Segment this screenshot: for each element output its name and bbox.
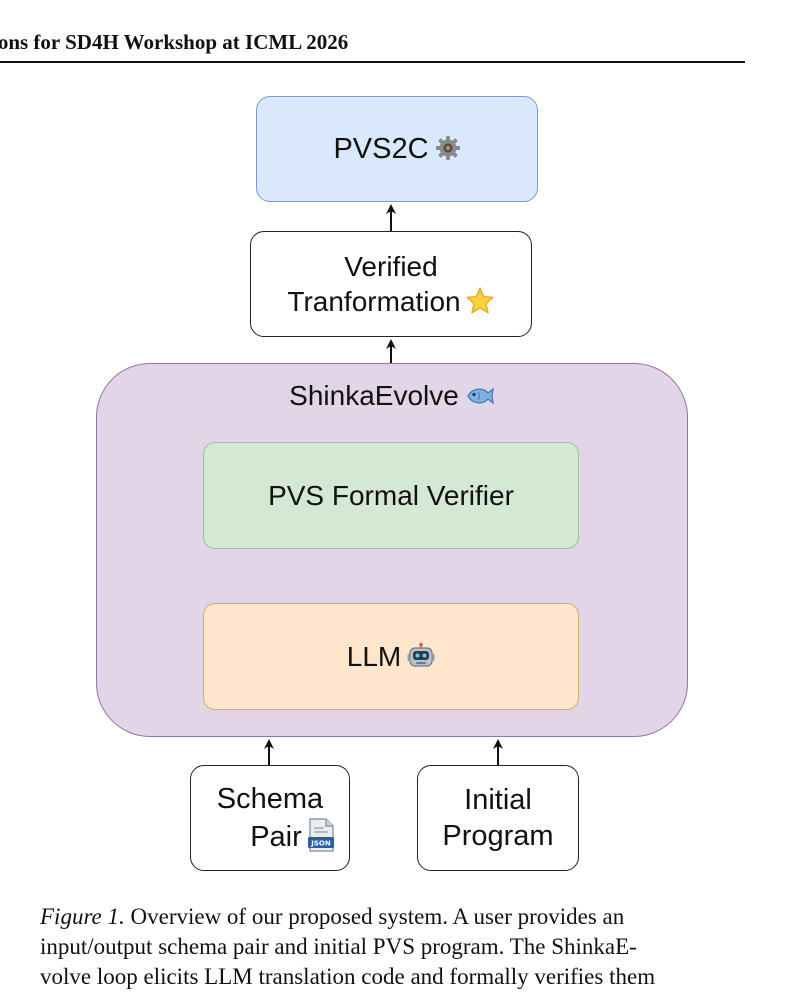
pvs2c-node: PVS2C [256,96,538,202]
llm-node: LLM [203,603,579,710]
caption-label: Figure 1. [40,904,125,929]
pvs-formal-verifier-node: PVS Formal Verifier [203,442,579,549]
star-icon [466,287,494,314]
gear-icon [435,135,460,160]
pvs2c-label: PVS2C [333,132,429,165]
schema-label-line2: Pair [250,820,302,853]
caption-line2: input/output schema pair and initial PVS… [40,934,637,959]
fish-icon [467,387,494,405]
header-rule [0,61,745,63]
verified-transformation-node: Verified Tranformation [250,231,532,337]
json-icon-text: JSON [310,839,331,847]
initial-label-line2: Program [442,820,554,852]
json-file-icon: JSON [307,817,334,852]
caption-line1: Overview of our proposed system. A user … [124,904,625,929]
figure-caption: Figure 1. Overview of our proposed syste… [40,902,750,992]
caption-line3: volve loop elicits LLM translation code … [40,964,656,989]
initial-label-line1: Initial [464,783,532,816]
verified-label-line2: Tranformation [287,286,461,317]
shinka-evolve-title: ShinkaEvolve [96,380,688,412]
verified-label-line1: Verified [344,251,438,282]
llm-label: LLM [346,641,402,672]
robot-icon [407,642,435,667]
pvs-formal-verifier-label: PVS Formal Verifier [268,480,514,511]
schema-label-line1: Schema [216,783,324,816]
initial-program-node: Initial Program [417,765,579,871]
page-header: ions for SD4H Workshop at ICML 2026 [0,30,745,55]
shinka-evolve-label: ShinkaEvolve [289,380,459,411]
header-text: ions for SD4H Workshop at ICML 2026 [0,30,349,54]
schema-pair-node: Schema Pair JSON [190,765,350,871]
